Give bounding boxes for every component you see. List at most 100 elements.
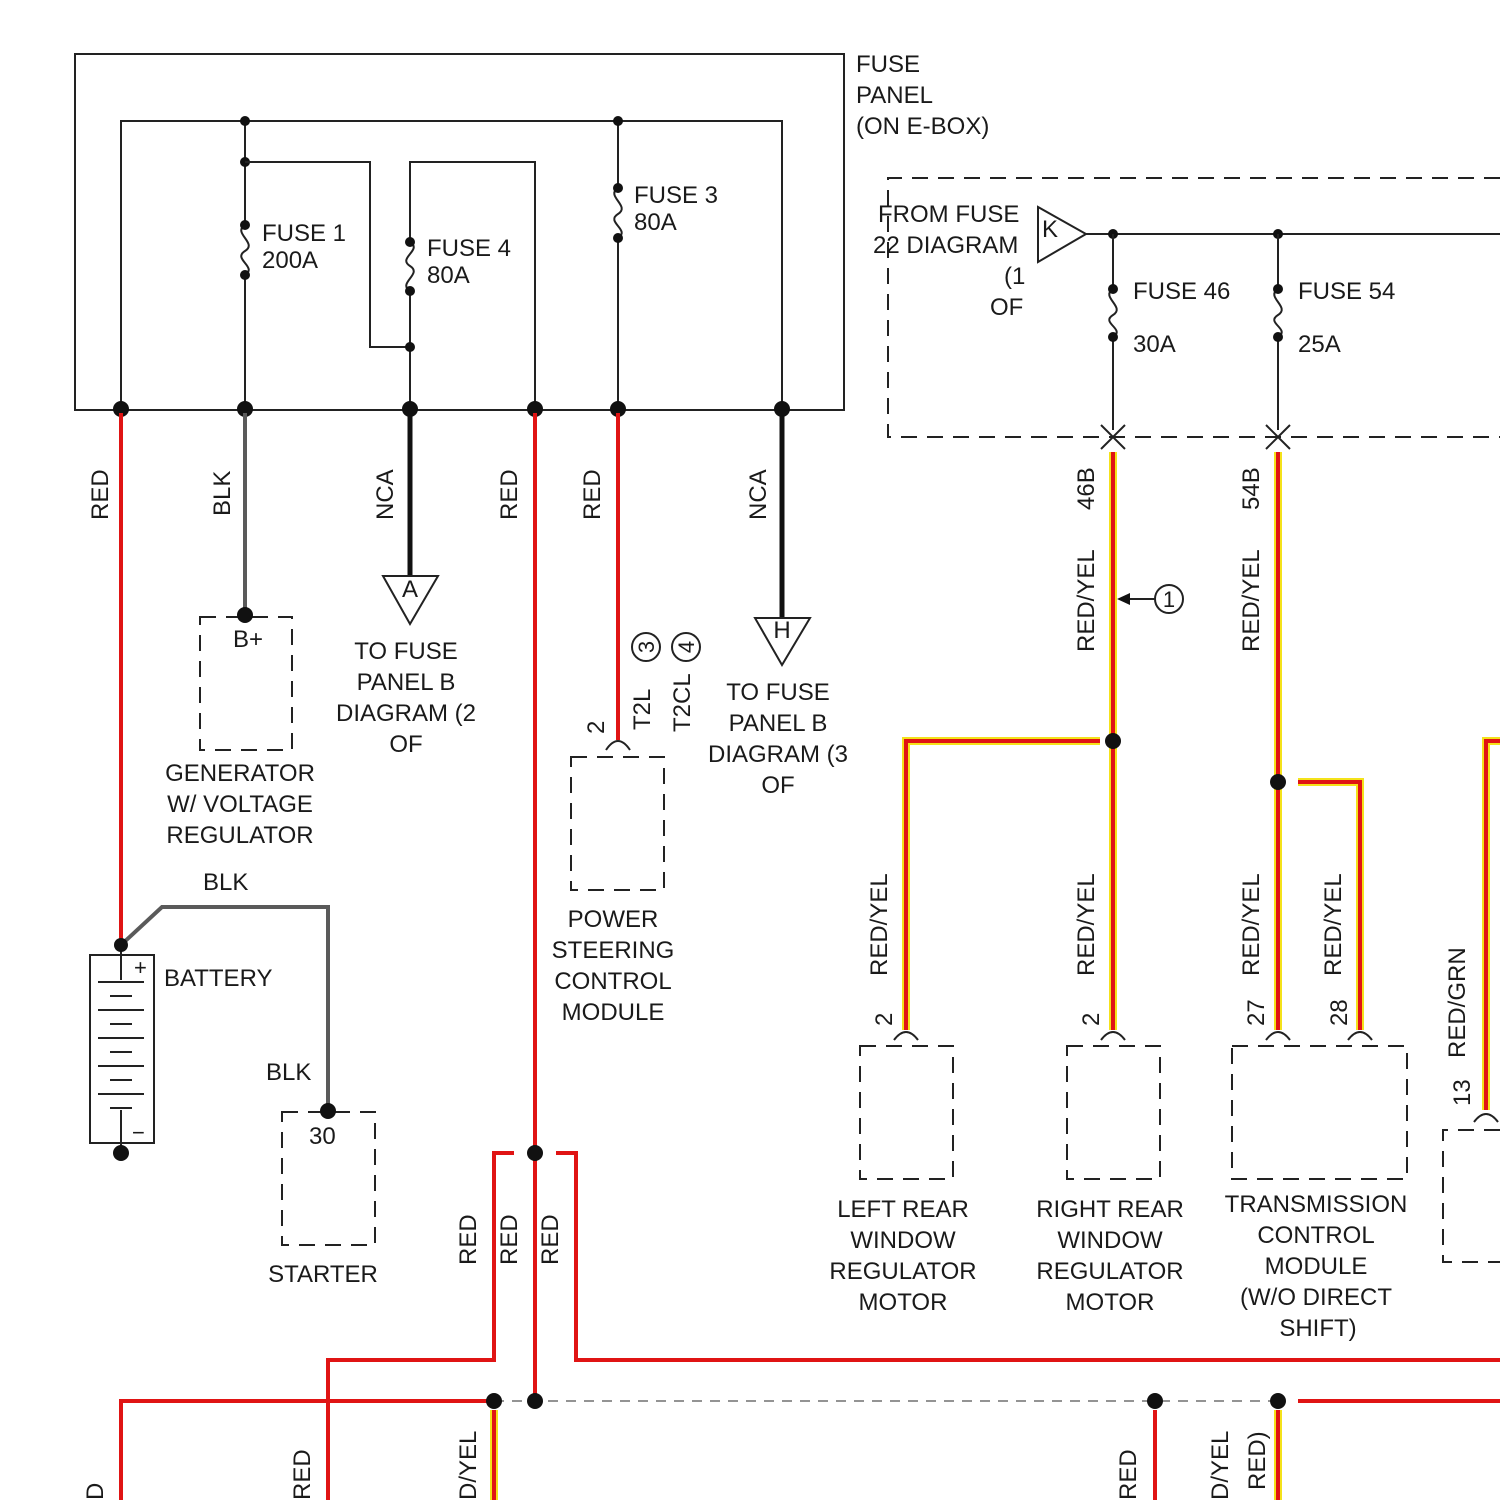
terminal-dot <box>113 1145 129 1161</box>
tcm-label-4: (W/O DIRECT <box>1240 1284 1392 1311</box>
fuse54-symbol <box>1274 289 1282 337</box>
tcm-label-3: MODULE <box>1265 1253 1368 1280</box>
fuse4-name: FUSE 4 <box>427 235 511 262</box>
power-steering-module: 3 4 T2L T2CL 2 POWER STEERING CONTROL MO… <box>552 633 700 1026</box>
junction-dot <box>240 116 250 126</box>
lr-label-4: MOTOR <box>859 1289 948 1316</box>
ps-label-2: STEERING <box>552 937 675 964</box>
lr-label-1: LEFT REAR <box>837 1196 969 1223</box>
fuse-terminal-dot <box>1108 332 1118 342</box>
fuse46-symbol <box>1109 289 1117 337</box>
fuse-terminal-dot <box>1273 332 1283 342</box>
terminal-dot <box>320 1103 336 1119</box>
wire-label-54b: 54B <box>1238 467 1265 510</box>
connector-k: K <box>1042 216 1058 243</box>
from-fuse-4: OF <box>990 294 1023 321</box>
terminal-dot <box>237 607 253 623</box>
fuse1-symbol <box>241 225 249 275</box>
fuse54-rating: 25A <box>1298 331 1341 358</box>
rr-label-1: RIGHT REAR <box>1036 1196 1184 1223</box>
tcm-label-5: SHIFT) <box>1279 1315 1356 1342</box>
connector-h: H <box>773 617 790 644</box>
wire-label-red: RED <box>455 1214 482 1265</box>
generator-label-3: REGULATOR <box>166 822 313 849</box>
ps-label-4: MODULE <box>562 999 665 1026</box>
fuse1-rating: 200A <box>262 247 318 274</box>
junction-dot <box>1270 1393 1286 1409</box>
wire-label-blk: BLK <box>266 1059 311 1086</box>
fuse-panel-box <box>75 54 844 410</box>
starter-group: BLK 30 STARTER <box>266 1059 378 1288</box>
from-fuse-2: 22 DIAGRAM <box>873 232 1018 259</box>
wire-label-blk: BLK <box>203 869 248 896</box>
junction-dot <box>1105 733 1121 749</box>
fuse46-name: FUSE 46 <box>1133 278 1230 305</box>
battery-group: BLK + − BATTERY <box>90 869 328 1161</box>
lr-label-2: WINDOW <box>850 1227 956 1254</box>
battery-plus: + <box>134 955 147 980</box>
fuse4-rating: 80A <box>427 262 470 289</box>
partial-module-13: 13 <box>1443 1079 1500 1262</box>
generator-label-2: W/ VOLTAGE <box>167 791 313 818</box>
wire-label-cut: RED) <box>1244 1431 1271 1490</box>
fuse3-symbol <box>614 188 622 238</box>
pin-terminal <box>1474 1114 1498 1122</box>
fuse-terminal-dot <box>1108 284 1118 294</box>
wire-label-redyel: RED/YEL <box>1073 873 1100 976</box>
junction-dot <box>486 1393 502 1409</box>
wire-label-cut: D/YEL <box>1207 1431 1234 1500</box>
wire-label-red: RED <box>87 469 114 520</box>
right-rear-box <box>1067 1046 1160 1179</box>
fuse-terminal-dot <box>405 237 415 247</box>
fuse4-symbol <box>406 242 414 291</box>
junction-dot <box>1270 774 1286 790</box>
wire-label-cut: D/YEL <box>455 1431 482 1500</box>
pin-terminal <box>1266 1032 1290 1040</box>
to-fuse-h-3: DIAGRAM (3 <box>708 741 848 768</box>
wire-label-redyel: RED/YEL <box>1238 549 1265 652</box>
connector-a: A <box>402 576 418 603</box>
battery-minus: − <box>132 1120 145 1145</box>
rr-label-3: REGULATOR <box>1036 1258 1183 1285</box>
fuse-panel-title-2: PANEL <box>856 82 933 109</box>
fuse54-name: FUSE 54 <box>1298 278 1395 305</box>
tcm-label-1: TRANSMISSION <box>1225 1191 1408 1218</box>
starter-label: STARTER <box>268 1261 378 1288</box>
generator: B+ GENERATOR W/ VOLTAGE REGULATOR <box>165 607 315 849</box>
left-rear-box <box>860 1046 953 1179</box>
from-fuse-1: FROM FUSE <box>878 201 1019 228</box>
wire-label-red: RED <box>1115 1449 1142 1500</box>
circle-3-text: 3 <box>634 641 659 653</box>
battery-label: BATTERY <box>164 965 272 992</box>
from-fuse-3: (1 <box>1004 263 1025 290</box>
wire-label-red: RED <box>496 1214 523 1265</box>
pin-number: 2 <box>871 1013 898 1026</box>
wire-label-blk: BLK <box>209 471 236 516</box>
junction-dot <box>405 342 415 352</box>
wire-label-redyel: RED/YEL <box>1073 549 1100 652</box>
fuse-panel-title-1: FUSE <box>856 51 920 78</box>
connector-h-group: H TO FUSE PANEL B DIAGRAM (3 OF <box>708 617 848 799</box>
wire-red-branch-left <box>328 1153 514 1500</box>
to-fuse-h-2: PANEL B <box>729 710 828 737</box>
fuse-panel-title-3: (ON E-BOX) <box>856 113 989 140</box>
wire-label-t2cl: T2CL <box>669 673 696 732</box>
fuse-terminal-dot <box>240 270 250 280</box>
connector-a-group: A TO FUSE PANEL B DIAGRAM (2 OF <box>336 576 476 758</box>
wire-label-red: RED <box>496 469 523 520</box>
wire-label-red: RED <box>537 1214 564 1265</box>
to-fuse-a-4: OF <box>389 731 422 758</box>
wire-label-46b: 46B <box>1073 467 1100 510</box>
ps-label-3: CONTROL <box>554 968 671 995</box>
pin-number: 2 <box>1078 1013 1105 1026</box>
pin-number: 28 <box>1326 999 1353 1026</box>
to-fuse-h-1: TO FUSE <box>726 679 830 706</box>
fuse-terminal-dot <box>405 286 415 296</box>
fuse3-name: FUSE 3 <box>634 182 718 209</box>
to-fuse-h-4: OF <box>761 772 794 799</box>
tcm-label-2: CONTROL <box>1257 1222 1374 1249</box>
generator-label-1: GENERATOR <box>165 760 315 787</box>
fuse3-rating: 80A <box>634 209 677 236</box>
right-rear-motor: 2 RIGHT REAR WINDOW REGULATOR MOTOR <box>1036 1013 1184 1316</box>
wire-label-redyel: RED/YEL <box>866 873 893 976</box>
